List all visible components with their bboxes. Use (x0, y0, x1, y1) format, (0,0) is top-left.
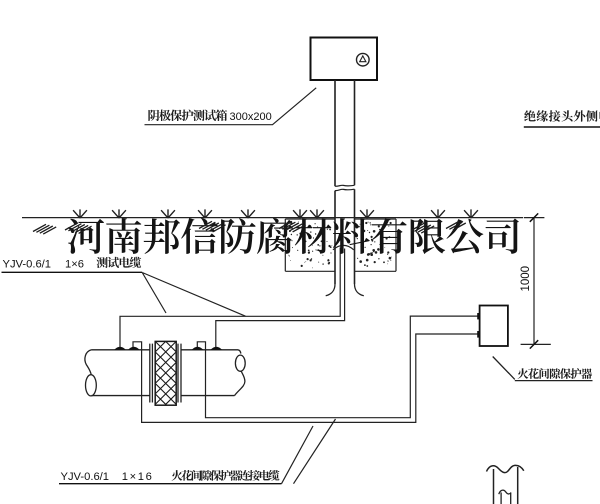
svg-text:300x200: 300x200 (230, 111, 272, 123)
svg-text:YJV-0.6/1: YJV-0.6/1 (61, 471, 110, 483)
svg-text:YJV-0.6/1: YJV-0.6/1 (3, 259, 52, 271)
svg-text:1000: 1000 (520, 266, 532, 292)
svg-text:1×16: 1×16 (122, 471, 154, 483)
svg-text:1×6: 1×6 (65, 259, 84, 271)
